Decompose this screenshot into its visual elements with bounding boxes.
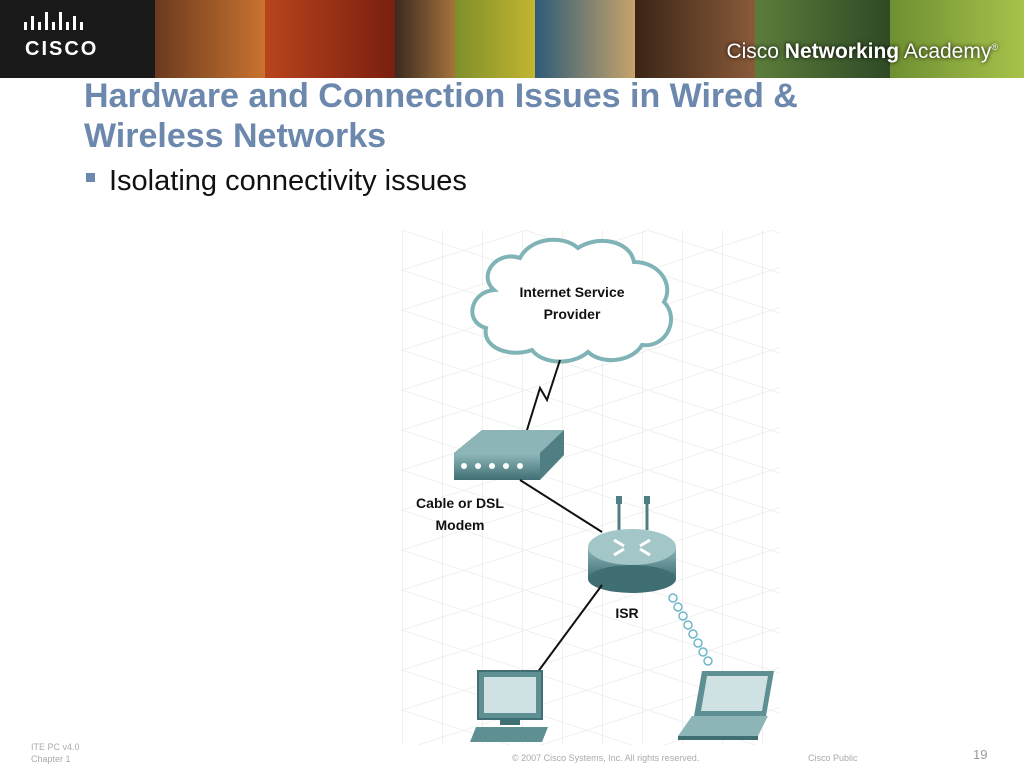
footer-chapter: Chapter 1 — [31, 754, 71, 764]
cloud-label-line-2: Provider — [544, 306, 601, 322]
cisco-bridge-icon — [24, 12, 83, 30]
banner-photo-2 — [265, 0, 395, 78]
router-label: ISR — [615, 605, 638, 621]
cloud-label-line-1: Internet Service — [519, 284, 624, 300]
modem-label-line-2: Modem — [436, 517, 485, 533]
banner-photo-6 — [635, 0, 755, 78]
banner-photo-5 — [535, 0, 635, 78]
banner-photo-7 — [755, 0, 890, 78]
page-number: 19 — [973, 747, 988, 762]
modem-router-cable — [519, 479, 603, 533]
bullet-item: Isolating connectivity issues — [86, 165, 467, 198]
registered-mark: ® — [991, 42, 998, 52]
slide-title-line-1: Hardware and Connection Issues in Wired … — [84, 77, 798, 115]
modem-label-line-1: Cable or DSL — [416, 495, 504, 511]
academy-bold: Networking — [784, 40, 900, 63]
header-banner: CISCO Cisco Networking Academy® — [0, 0, 1024, 78]
slide-title: Hardware and Connection Issues in Wired … — [84, 76, 984, 156]
isr-router-icon — [588, 496, 676, 593]
slide-title-line-2: Wireless Networks — [84, 117, 387, 155]
cisco-logo: CISCO — [0, 0, 155, 78]
laptop-icon — [678, 671, 774, 740]
router-desktop-cable — [536, 584, 603, 674]
footer-course-info: ITE PC v4.0 Chapter 1 — [31, 741, 80, 765]
footer-classification: Cisco Public — [808, 753, 858, 763]
wireless-signal-icon — [668, 593, 713, 666]
isp-cloud-icon — [470, 237, 673, 364]
network-diagram: Internet Service Provider Cable or DSL M… — [402, 230, 780, 745]
modem-icon — [454, 430, 564, 480]
footer-version: ITE PC v4.0 — [31, 742, 80, 752]
banner-photo-3 — [395, 0, 455, 78]
academy-suffix: Academy — [899, 40, 992, 63]
bullet-text: Isolating connectivity issues — [109, 165, 467, 197]
footer-copyright: © 2007 Cisco Systems, Inc. All rights re… — [512, 753, 700, 763]
banner-photo-8 — [890, 0, 1024, 78]
banner-photo-1 — [155, 0, 265, 78]
network-diagram-svg: Internet Service Provider Cable or DSL M… — [402, 230, 780, 745]
networking-academy-brand: Cisco Networking Academy® — [726, 40, 998, 64]
banner-photo-4 — [455, 0, 535, 78]
wan-link-icon — [526, 359, 561, 431]
cisco-wordmark: CISCO — [25, 38, 99, 60]
academy-prefix: Cisco — [726, 40, 785, 63]
bullet-square-icon — [86, 173, 95, 182]
desktop-pc-icon — [470, 670, 548, 742]
